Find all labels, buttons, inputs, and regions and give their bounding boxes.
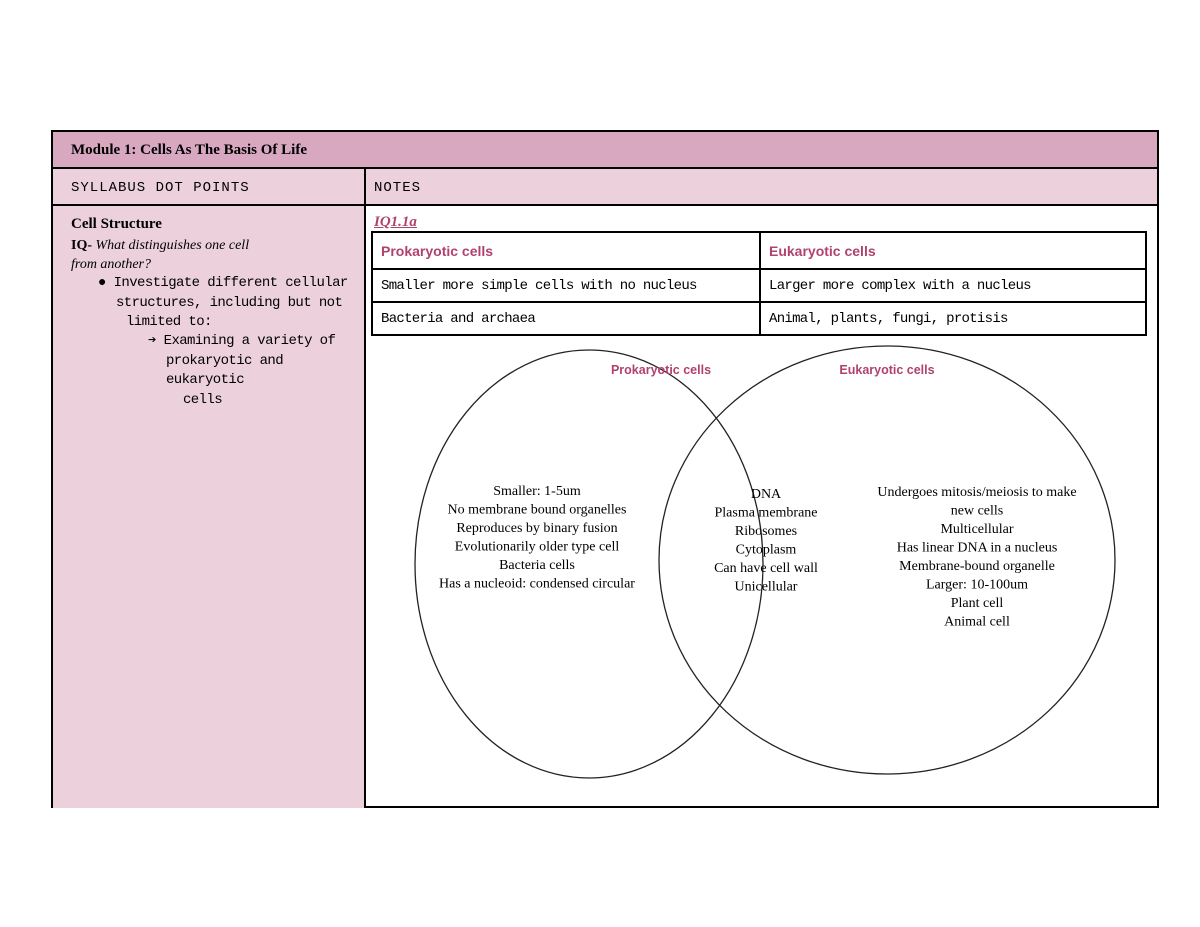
module-title: Module 1: Cells As The Basis Of Life	[71, 142, 307, 158]
table-cell: Animal, plants, fungi, protisis	[759, 301, 1147, 336]
table-header-eukaryotic: Eukaryotic cells	[759, 231, 1147, 270]
column-divider	[364, 169, 366, 808]
syllabus-header: SYLLABUS DOT POINTS	[71, 180, 250, 196]
bullet-point: ● Investigate different cellular structu…	[98, 274, 348, 333]
arrow-line3: cells	[183, 391, 223, 408]
syllabus-cell: Cell Structure IQ- What distinguishes on…	[53, 206, 364, 808]
table-header-row: Prokaryotic cells Eukaryotic cells	[371, 231, 1147, 270]
module-title-row: Module 1: Cells As The Basis Of Life	[53, 132, 1157, 169]
arrow-icon: ➔	[148, 333, 156, 349]
bullet-line2: structures, including but not	[116, 294, 343, 311]
comparison-table: Prokaryotic cells Eukaryotic cells Small…	[371, 231, 1147, 336]
notes-header: NOTES	[374, 180, 422, 196]
table-row: Bacteria and archaea Animal, plants, fun…	[371, 301, 1147, 336]
table-cell: Larger more complex with a nucleus	[759, 268, 1147, 303]
arrow-line2: prokaryotic and eukaryotic	[166, 352, 284, 389]
topic-heading: Cell Structure	[71, 216, 162, 232]
iq-question-line1: What distinguishes one cell	[92, 238, 250, 253]
sub-point: ➔ Examining a variety of prokaryotic and…	[148, 332, 358, 410]
bullet-symbol: ●	[98, 275, 106, 291]
iq-prefix: IQ-	[71, 238, 92, 253]
bullet-line3: limited to:	[126, 314, 212, 330]
bullet-line1: Investigate different cellular	[113, 275, 349, 291]
table-cell: Bacteria and archaea	[371, 301, 761, 336]
table-row: Smaller more simple cells with no nucleu…	[371, 268, 1147, 303]
arrow-line1: Examining a variety of	[163, 333, 336, 349]
column-header-row: SYLLABUS DOT POINTS NOTES	[53, 169, 1157, 206]
table-cell: Smaller more simple cells with no nucleu…	[371, 268, 761, 303]
iq-reference: IQ1.1a	[374, 214, 417, 230]
notes-document: Module 1: Cells As The Basis Of Life SYL…	[51, 130, 1159, 808]
inquiry-question: IQ- What distinguishes one cell from ano…	[71, 236, 311, 274]
iq-question-line2: from another?	[71, 257, 151, 272]
table-header-prokaryotic: Prokaryotic cells	[371, 231, 761, 270]
